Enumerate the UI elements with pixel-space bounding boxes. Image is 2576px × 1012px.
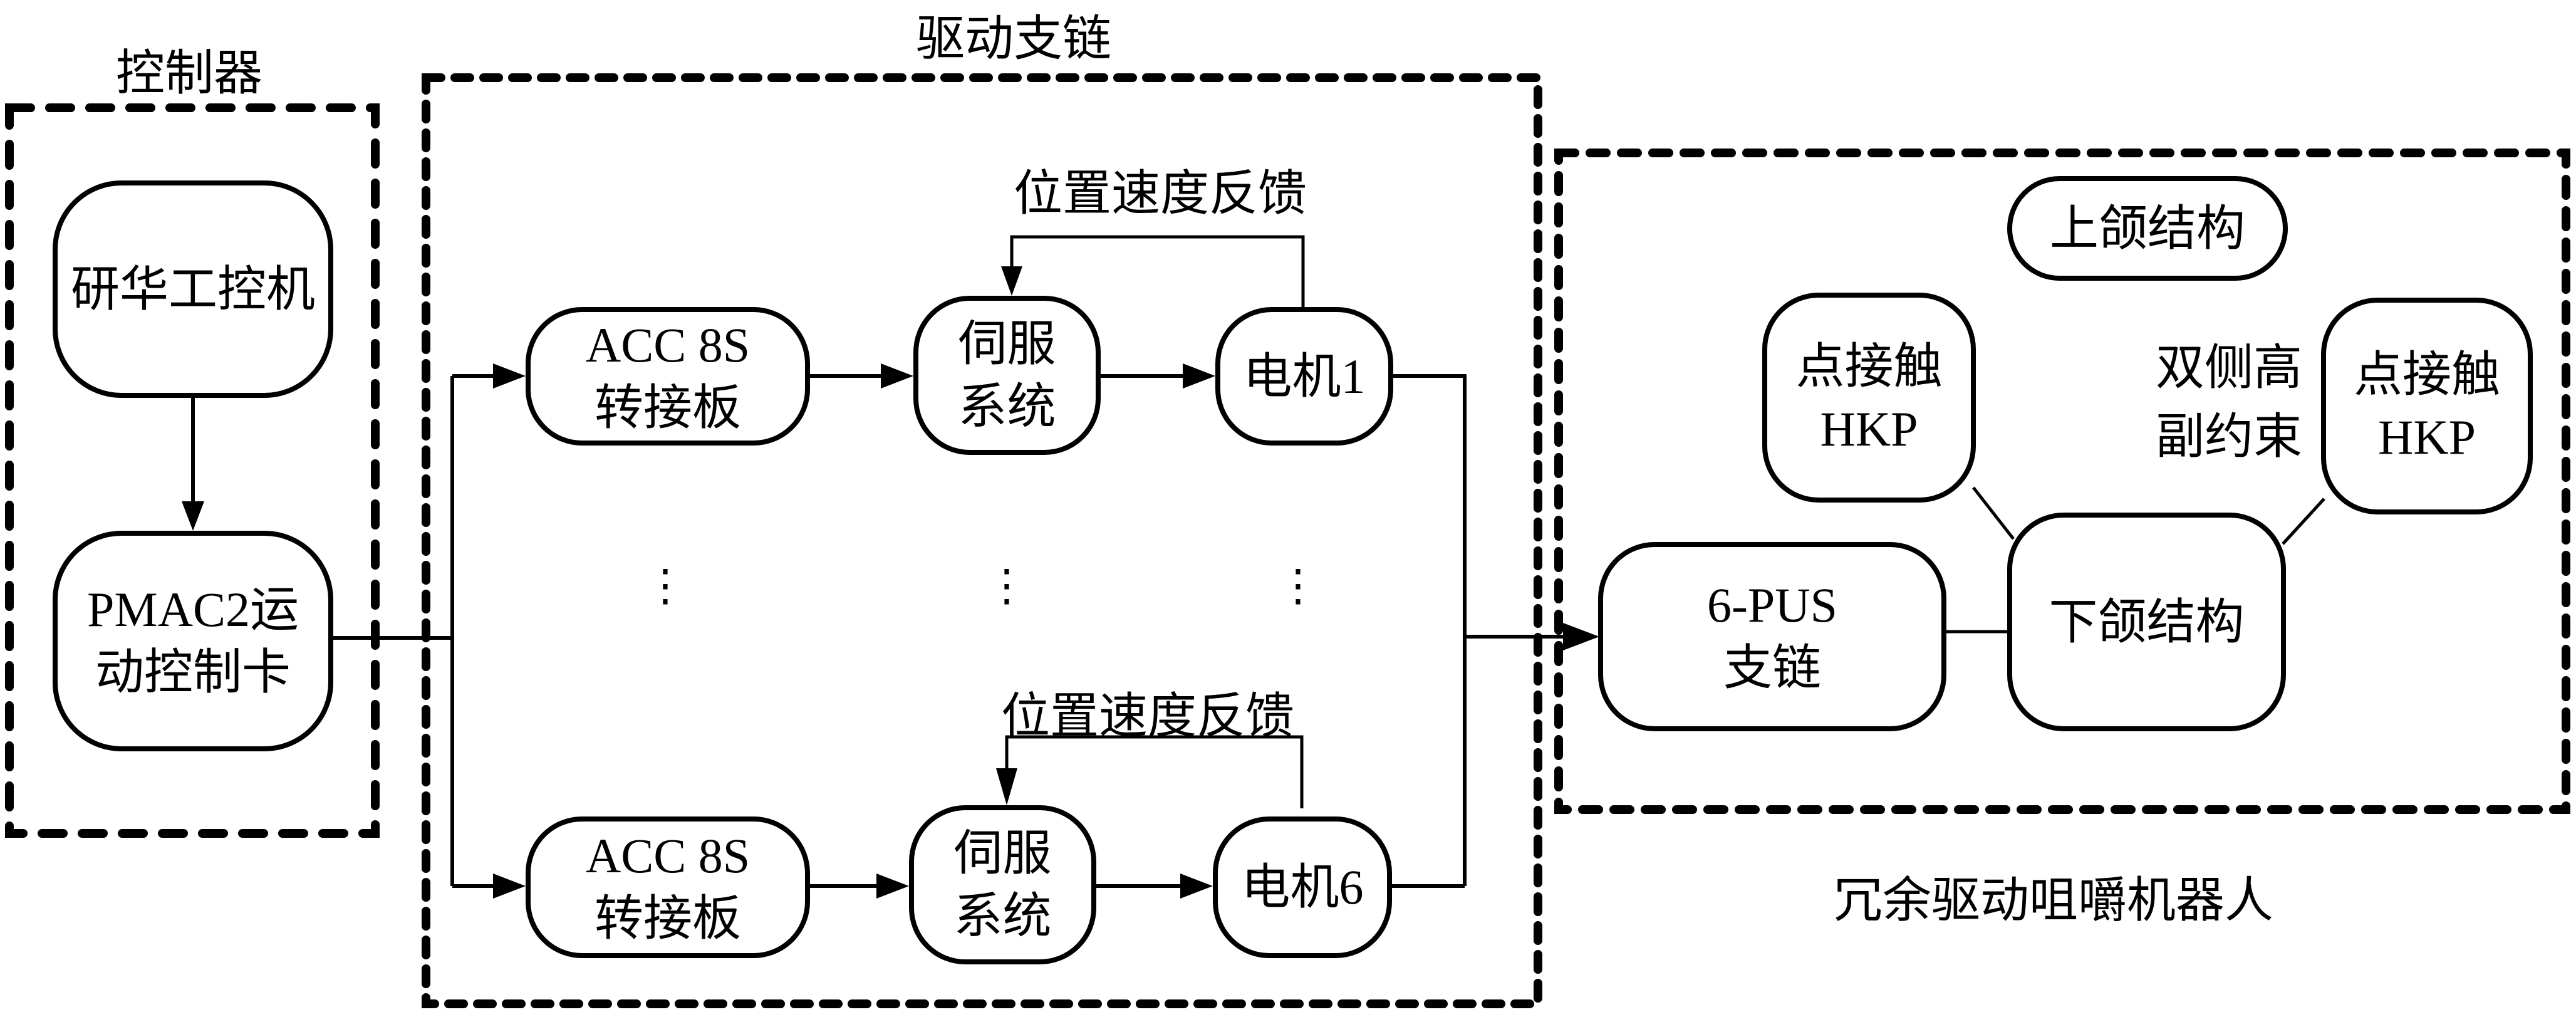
servo-label-line1: 伺服 — [953, 826, 1052, 881]
feedback-loop-1 — [1010, 235, 1305, 307]
arrow-servo1-motor1 — [1183, 363, 1215, 389]
upper-jaw-label: 上颌结构 — [2049, 201, 2245, 256]
pmac-label-line1: PMAC2运 — [86, 582, 299, 637]
controller-group-label: 控制器 — [115, 46, 263, 100]
drive-chain-group-label: 驱动支链 — [915, 11, 1112, 66]
arrow-bus-acc1 — [493, 363, 526, 389]
feedback-label-1: 位置速度反馈 — [1013, 166, 1307, 221]
ellipsis-motors: ⋮ — [1276, 562, 1320, 610]
lower-jaw-node: 下颌结构 — [2007, 513, 2286, 731]
motor-node-1: 电机1 — [1215, 307, 1393, 446]
robot-group-label: 冗余驱动咀嚼机器人 — [1833, 873, 2274, 927]
controller-group-frame — [5, 103, 380, 838]
arrow-bus-acc6 — [493, 874, 526, 899]
servo-label-line2: 系统 — [958, 379, 1056, 434]
adapter-label-line1: ACC 8S — [585, 317, 750, 372]
link-hkp-right-lowerjaw — [2282, 498, 2325, 545]
lower-jaw-label: 下颌结构 — [2049, 594, 2245, 649]
constraint-label-line2: 副约束 — [2155, 409, 2303, 464]
servo-label-line1: 伺服 — [958, 316, 1056, 372]
constraint-label-line1: 双侧高 — [2155, 340, 2303, 395]
arrow-acc6-servo6 — [876, 874, 909, 899]
feedback-label-6: 位置速度反馈 — [1000, 689, 1295, 743]
motor-label: 电机1 — [1243, 348, 1366, 404]
arrow-acc1-servo1 — [881, 363, 913, 389]
pmac-label-line2: 动控制卡 — [95, 645, 291, 699]
hkp-left-label-line2: HKP — [1820, 401, 1918, 456]
motor-label: 电机6 — [1241, 860, 1364, 915]
adapter-node-1: ACC 8S 转接板 — [526, 307, 810, 446]
ellipsis-adapters: ⋮ — [643, 562, 687, 610]
pus-chain-node: 6-PUS 支链 — [1598, 542, 1946, 731]
hkp-right-node: 点接触 HKP — [2321, 298, 2533, 514]
arrow-feedback-1 — [1001, 266, 1022, 296]
hkp-right-label-line1: 点接触 — [2353, 347, 2500, 402]
adapter-label-line2: 转接板 — [594, 380, 741, 435]
arrow-servo6-motor6 — [1180, 874, 1213, 899]
ipc-node: 研华工控机 — [53, 180, 333, 398]
pus-label-line1: 6-PUS — [1706, 578, 1838, 633]
pmac-node: PMAC2运 动控制卡 — [53, 531, 333, 751]
adapter-label-line2: 转接板 — [594, 891, 741, 946]
arrow-ipc-pmac — [182, 501, 204, 531]
ipc-label: 研华工控机 — [70, 261, 315, 316]
robot-group-frame — [1554, 149, 2570, 814]
hkp-right-label-line2: HKP — [2377, 410, 2476, 464]
feedback-loop-6 — [1005, 735, 1304, 808]
drive-chain-group-frame — [422, 73, 1542, 1008]
arrow-out-pus — [1563, 623, 1599, 650]
servo-label-line2: 系统 — [953, 889, 1052, 943]
link-hkp-left-lowerjaw — [1972, 486, 2015, 540]
upper-jaw-node: 上颌结构 — [2007, 176, 2288, 281]
adapter-label-line1: ACC 8S — [585, 828, 750, 884]
wire-motor1-out — [1393, 374, 1467, 886]
pus-label-line2: 支链 — [1723, 640, 1821, 695]
hkp-left-label-line1: 点接触 — [1795, 338, 1943, 394]
servo-node-1: 伺服 系统 — [913, 296, 1101, 455]
arrow-feedback-6 — [996, 768, 1017, 805]
hkp-left-node: 点接触 HKP — [1762, 293, 1976, 503]
motor-node-6: 电机6 — [1213, 816, 1392, 958]
servo-node-6: 伺服 系统 — [909, 805, 1096, 964]
ellipsis-servos: ⋮ — [985, 562, 1029, 610]
adapter-node-6: ACC 8S 转接板 — [526, 816, 810, 958]
